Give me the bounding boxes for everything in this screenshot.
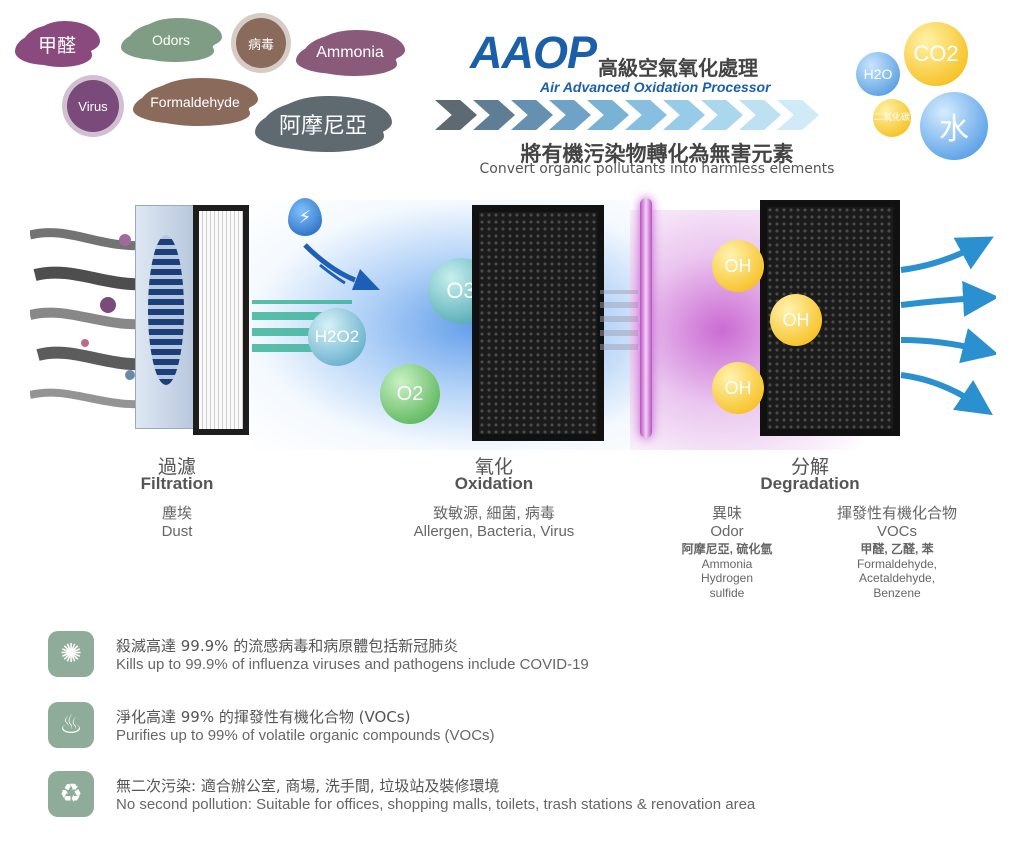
output-co2: CO2 (904, 22, 968, 86)
molecule-o2: O2 (380, 364, 440, 424)
pollutant-cloud-ammonia-cn: 阿摩尼亞 (262, 100, 384, 148)
convert-heading-cn: 將有機污染物轉化為無害元素 (520, 142, 794, 166)
filtration-target-en: Dust (161, 523, 193, 540)
feature-no-second-pollution-cn: 無二次污染: 適合辦公室, 商場, 洗手間, 垃圾站及裝修環境 (116, 777, 500, 795)
stage-oxidation-en: Oxidation (454, 474, 534, 493)
molecule-oh-1: OH (712, 240, 764, 292)
stage-degradation-cn: 分解 (790, 456, 829, 478)
pre-filter-mesh (148, 235, 184, 385)
molecule-h2o2: H2O2 (308, 308, 366, 366)
carbon-filter-degradation (760, 200, 900, 436)
feature-purifies-vocs-cn: 淨化高達 99% 的揮發性有機化合物 (VOCs) (116, 708, 411, 726)
output-water: 水 (920, 92, 988, 160)
aaop-title-cn: 高級空氣氧化處理 (598, 56, 758, 80)
pollutant-cloud-odors: Odors (128, 22, 214, 58)
process-arrows (435, 100, 845, 130)
feature-purifies-vocs: ♨ 淨化高達 99% 的揮發性有機化合物 (VOCs) Purifies up … (48, 702, 495, 748)
odor-en: Odor (710, 523, 744, 540)
molecule-oh-2: OH (770, 294, 822, 346)
molecule-oh-3: OH (712, 362, 764, 414)
odor-detail-en: Ammonia Hydrogen sulfide (700, 557, 754, 600)
oxidation-target-en: Allergen, Bacteria, Virus (413, 523, 575, 540)
oxidation-target-cn: 致敏源, 細菌, 病毒 (433, 505, 555, 522)
odor-detail-cn: 阿摩尼亞, 硫化氫 (681, 542, 773, 556)
processed-air-stream (600, 290, 638, 350)
pollutant-virus-cn: 病毒 (236, 18, 286, 68)
feature-kills-viruses-en: Kills up to 99.9% of influenza viruses a… (116, 656, 589, 673)
pollutant-cloud-formaldehyde-cn: 甲醛 (22, 25, 92, 63)
ion-flow-arrows (303, 243, 380, 290)
stage-filtration-cn: 過濾 (157, 456, 196, 478)
carbon-filter-oxidation (472, 205, 604, 441)
vocs-detail-cn: 甲醛, 乙醛, 苯 (860, 542, 934, 556)
stage-filtration-en: Filtration (140, 474, 214, 493)
feature-no-second-pollution-en: No second pollution: Suitable for office… (116, 796, 756, 813)
clean-air-output-arrows (900, 236, 996, 416)
odor-cn: 異味 (711, 505, 742, 522)
hepa-filter (193, 205, 249, 435)
feature-kills-viruses: ✺ 殺滅高達 99.9% 的流感病毒和病原體包括新冠肺炎 Kills up to… (48, 631, 589, 677)
pollutant-cloud-ammonia: Ammonia (303, 34, 397, 72)
pollutant-virus-en: Virus (67, 80, 119, 132)
feature-no-second-pollution: ♻ 無二次污染: 適合辦公室, 商場, 洗手間, 垃圾站及裝修環境 No sec… (48, 771, 755, 817)
stage-degradation-en: Degradation (760, 474, 860, 493)
output-h2o: H2O (856, 52, 900, 96)
stage-oxidation-cn: 氧化 (474, 456, 513, 478)
filtration-target-cn: 塵埃 (161, 505, 192, 522)
feature-kills-viruses-cn: 殺滅高達 99.9% 的流感病毒和病原體包括新冠肺炎 (116, 637, 459, 655)
vocs-detail-en: Formaldehyde, Acetaldehyde, Benzene (856, 557, 938, 600)
convert-heading-en: Convert organic pollutants into harmless… (479, 161, 835, 177)
uv-lamp (640, 198, 652, 438)
fumes-icon: ♨ (48, 702, 94, 748)
virus-icon: ✺ (48, 631, 94, 677)
output-co2-cn: 二氧化碳 (873, 99, 911, 137)
recycle-icon: ♻ (48, 771, 94, 817)
pollutant-cloud-formaldehyde-en: Formaldehyde (140, 82, 250, 122)
vocs-cn: 揮發性有機化合物 (836, 505, 957, 522)
aaop-subtitle-en: Air Advanced Oxidation Processor (540, 79, 771, 95)
ionizer-icon: ⚡ (288, 198, 322, 236)
aaop-title: AAOP (470, 27, 597, 78)
feature-purifies-vocs-en: Purifies up to 99% of volatile organic c… (116, 727, 495, 744)
vocs-en: VOCs (876, 523, 917, 540)
